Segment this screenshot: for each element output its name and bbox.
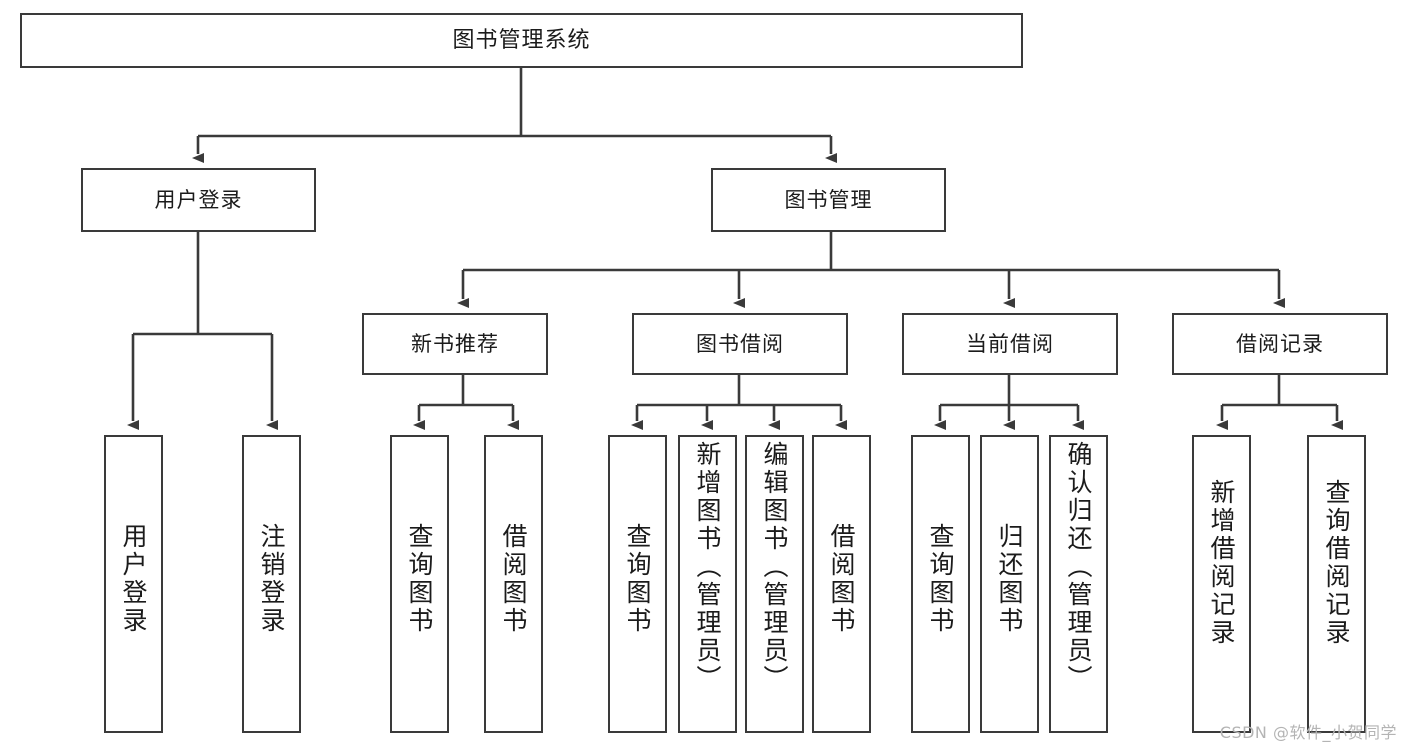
node-leaf-edit-book-label: 编辑图书（管理员） [760,441,789,693]
node-leaf-return-book-label: 归还图书 [995,523,1024,635]
node-leaf-query-book-2[interactable]: 查询图书 [608,435,667,733]
node-leaf-return-book[interactable]: 归还图书 [980,435,1039,733]
node-book-borrow-label: 图书借阅 [696,331,784,356]
node-root-label: 图书管理系统 [452,27,591,53]
node-leaf-query-book-1-label: 查询图书 [405,523,434,635]
node-leaf-borrow-book-2[interactable]: 借阅图书 [812,435,871,733]
node-leaf-user-login[interactable]: 用户登录 [104,435,163,733]
node-user-login[interactable]: 用户登录 [81,168,316,232]
node-borrow-record[interactable]: 借阅记录 [1172,313,1388,375]
node-borrow-record-label: 借阅记录 [1236,331,1324,356]
node-leaf-query-book-3-label: 查询图书 [926,523,955,635]
node-leaf-borrow-book-1-label: 借阅图书 [499,523,528,635]
node-leaf-add-record[interactable]: 新增借阅记录 [1192,435,1251,733]
node-leaf-query-book-1[interactable]: 查询图书 [390,435,449,733]
node-leaf-logout[interactable]: 注销登录 [242,435,301,733]
node-leaf-query-book-3[interactable]: 查询图书 [911,435,970,733]
node-leaf-logout-label: 注销登录 [257,523,286,635]
node-leaf-borrow-book-2-label: 借阅图书 [827,523,856,635]
node-book-borrow[interactable]: 图书借阅 [632,313,848,375]
node-current-borrow-label: 当前借阅 [966,331,1054,356]
node-leaf-edit-book[interactable]: 编辑图书（管理员） [745,435,804,733]
node-leaf-confirm-return-label: 确认归还（管理员） [1064,441,1093,693]
node-leaf-user-login-label: 用户登录 [119,523,148,635]
node-current-borrow[interactable]: 当前借阅 [902,313,1118,375]
node-leaf-borrow-book-1[interactable]: 借阅图书 [484,435,543,733]
node-user-login-label: 用户登录 [154,187,243,212]
node-leaf-query-record[interactable]: 查询借阅记录 [1307,435,1366,733]
node-leaf-query-book-2-label: 查询图书 [623,523,652,635]
node-new-book-rec-label: 新书推荐 [411,331,499,356]
node-leaf-add-book[interactable]: 新增图书（管理员） [678,435,737,733]
node-leaf-add-record-label: 新增借阅记录 [1207,479,1236,647]
node-root[interactable]: 图书管理系统 [20,13,1023,68]
node-leaf-add-book-label: 新增图书（管理员） [693,441,722,693]
watermark: CSDN @软件_小贺同学 [1219,723,1397,742]
node-book-manage[interactable]: 图书管理 [711,168,946,232]
node-leaf-query-record-label: 查询借阅记录 [1322,479,1351,647]
node-leaf-confirm-return[interactable]: 确认归还（管理员） [1049,435,1108,733]
node-new-book-rec[interactable]: 新书推荐 [362,313,548,375]
node-book-manage-label: 图书管理 [784,187,873,212]
